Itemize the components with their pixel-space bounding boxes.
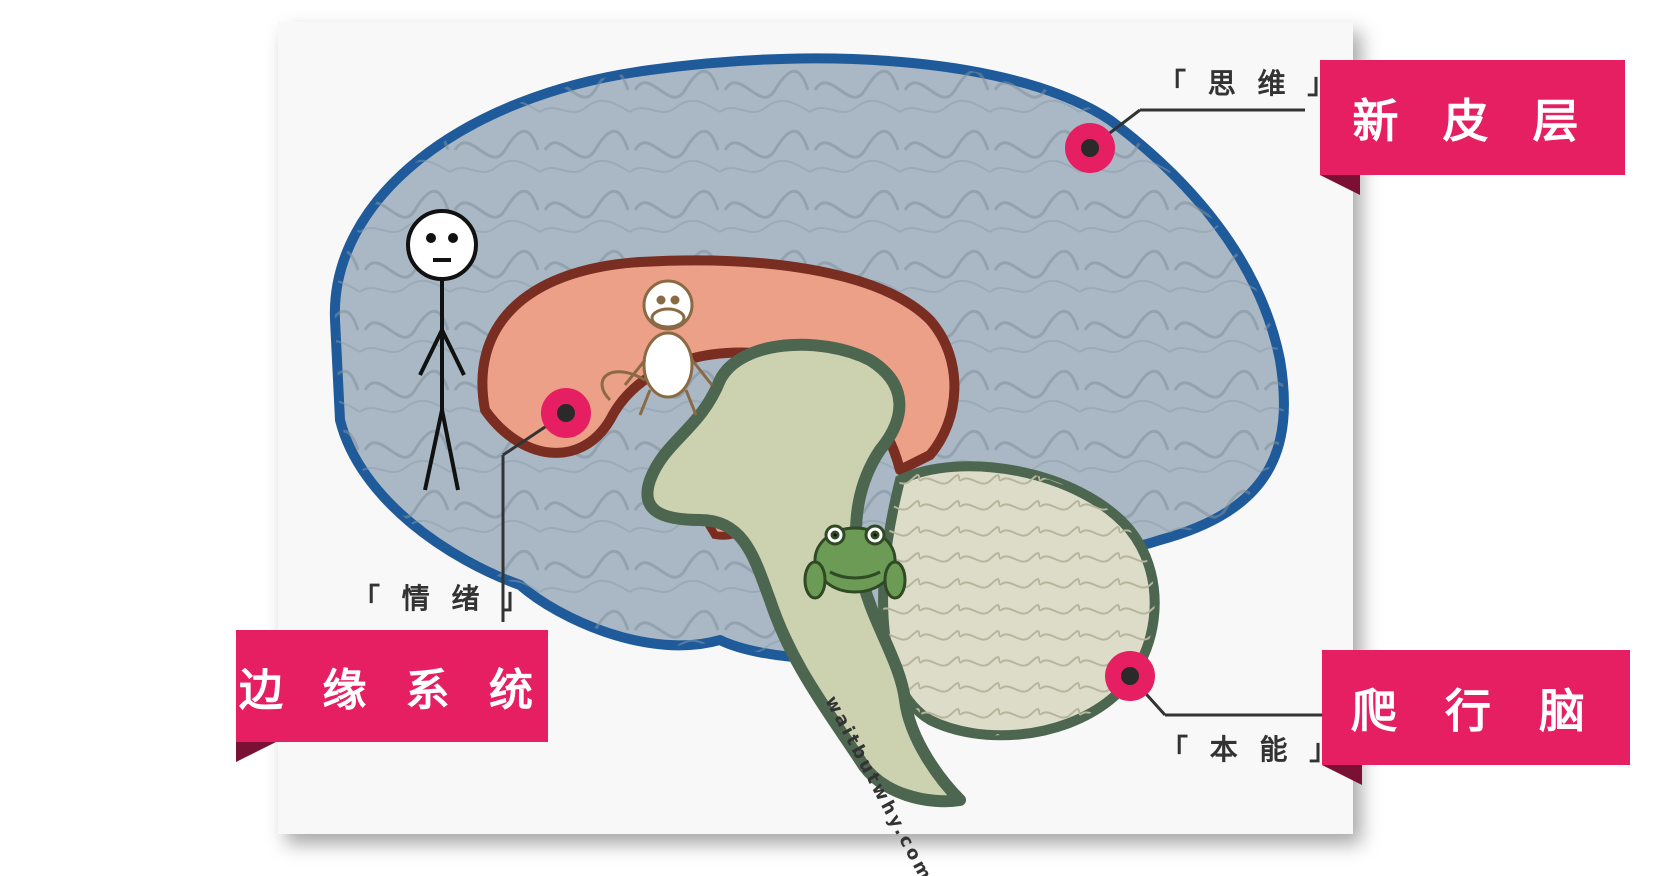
limbic-label: 边 缘 系 统 bbox=[239, 665, 545, 716]
neocortex-marker bbox=[1065, 108, 1305, 173]
limbic-sublabel: 「 情 绪 」 bbox=[352, 582, 536, 615]
brainstem-shape bbox=[641, 338, 966, 808]
neocortex-banner: 新 皮 层 bbox=[1320, 60, 1625, 175]
reptilian-label: 爬 行 脑 bbox=[1350, 683, 1602, 738]
neocortex-label: 新 皮 层 bbox=[1352, 93, 1593, 148]
cerebellum-shape bbox=[878, 461, 1160, 741]
reptilian-sublabel: 「 本 能 」 bbox=[1160, 733, 1344, 766]
limbic-banner: 边 缘 系 统 bbox=[236, 630, 548, 742]
neocortex-sublabel: 「 思 维 」 bbox=[1158, 67, 1342, 100]
limbic-marker bbox=[501, 388, 591, 622]
frog-icon bbox=[803, 524, 907, 600]
reptilian-marker bbox=[1105, 651, 1335, 717]
neocortex-banner-fold bbox=[1320, 175, 1360, 195]
reptilian-banner-fold bbox=[1322, 765, 1362, 785]
reptilian-banner: 爬 行 脑 bbox=[1322, 650, 1630, 765]
human-stick-figure-icon bbox=[406, 209, 478, 491]
monkey-icon bbox=[600, 279, 714, 416]
limbic-banner-fold bbox=[236, 742, 276, 762]
